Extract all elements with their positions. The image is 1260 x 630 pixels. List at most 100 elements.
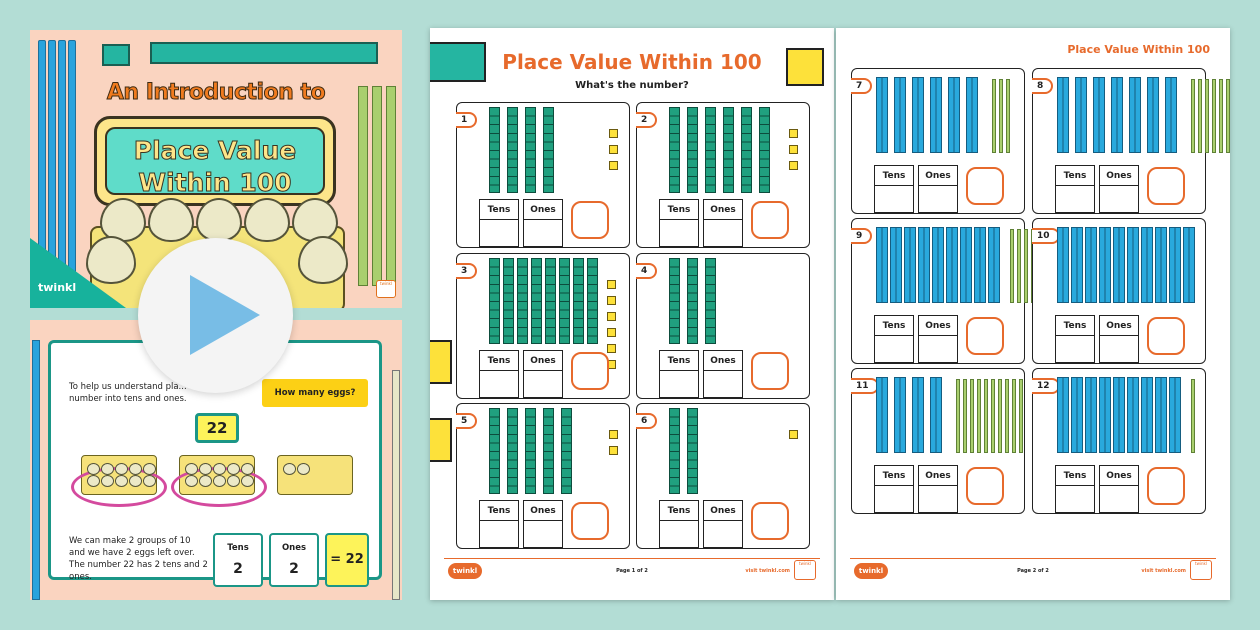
equals-box: = 22: [325, 533, 369, 587]
answer-box[interactable]: [966, 317, 1004, 355]
tens-header: Tens: [660, 351, 698, 371]
play-icon: [190, 275, 260, 355]
ones-header: Ones: [1100, 316, 1138, 336]
tens-rod: [1183, 227, 1195, 303]
ones-header: Ones: [1100, 166, 1138, 186]
tens-rod: [894, 377, 906, 453]
ones-header: Ones: [919, 166, 957, 186]
ones-column: Ones: [523, 199, 563, 247]
answer-box[interactable]: [966, 467, 1004, 505]
answer-box[interactable]: [751, 502, 789, 540]
cover-title-line1: An Introduction to: [106, 80, 326, 106]
answer-box[interactable]: [1147, 467, 1185, 505]
tens-rod: [687, 408, 698, 494]
blue-rod: [32, 340, 40, 600]
play-button[interactable]: [138, 238, 293, 393]
question-label: How many eggs?: [262, 379, 368, 407]
tens-rod: [912, 77, 924, 153]
footer-url[interactable]: visit twinkl.com: [745, 568, 790, 574]
footer-url[interactable]: visit twinkl.com: [1141, 568, 1186, 574]
ones-rod: [970, 379, 974, 453]
tens-rod: [1113, 377, 1125, 453]
answer-box[interactable]: [751, 352, 789, 390]
ones-column: Ones: [918, 165, 958, 213]
answer-box[interactable]: [1147, 317, 1185, 355]
ones-cube: [789, 161, 798, 170]
egg: [227, 463, 240, 475]
ones-column: Ones: [918, 315, 958, 363]
egg: [213, 463, 226, 475]
ones-rod: [1024, 229, 1028, 303]
answer-box[interactable]: [571, 201, 609, 239]
tens-rod: [1057, 227, 1069, 303]
cover-title-line2: Place Value: [133, 136, 297, 166]
egg: [292, 198, 338, 242]
ones-cube: [607, 328, 616, 337]
tens-rod: [543, 408, 554, 494]
tens-rod: [1085, 377, 1097, 453]
tens-rod: [705, 258, 716, 344]
tens-rod: [669, 258, 680, 344]
ones-column: Ones: [918, 465, 958, 513]
answer-box[interactable]: [571, 352, 609, 390]
tens-rod: [1129, 77, 1141, 153]
tens-column: Tens: [874, 465, 914, 513]
tens-header: Tens: [875, 316, 913, 336]
tens-header: Tens: [660, 501, 698, 521]
egg: [115, 463, 128, 475]
question-number: 5: [456, 413, 478, 429]
tens-rod: [918, 227, 930, 303]
teal-cube: [102, 44, 130, 66]
quality-badge: twinkl: [376, 280, 396, 298]
tens-rod: [741, 107, 752, 193]
ones-label: Ones: [281, 543, 307, 553]
tens-rod: [1071, 377, 1083, 453]
tens-value: 2: [233, 561, 243, 577]
tens-rod: [503, 258, 514, 344]
answer-box[interactable]: [966, 167, 1004, 205]
ones-cube: [609, 161, 618, 170]
tens-rod: [1099, 377, 1111, 453]
ones-column: Ones: [703, 350, 743, 398]
tens-rod: [988, 227, 1000, 303]
question-number: 8: [1032, 78, 1054, 94]
tens-header: Tens: [480, 200, 518, 220]
answer-box[interactable]: [571, 502, 609, 540]
tens-header: Tens: [875, 166, 913, 186]
question-number: 11: [851, 378, 879, 394]
tens-rod: [948, 77, 960, 153]
egg: [143, 475, 156, 487]
tens-header: Tens: [1056, 316, 1094, 336]
tens-rod: [507, 408, 518, 494]
worksheet-subtitle: What's the number?: [575, 80, 689, 91]
tens-rod: [1165, 77, 1177, 153]
ones-header: Ones: [524, 501, 562, 521]
ones-cube: [609, 446, 618, 455]
question-number: 7: [851, 78, 873, 94]
ones-header: Ones: [704, 200, 742, 220]
tens-label: Tens: [227, 543, 249, 553]
ones-header: Ones: [919, 316, 957, 336]
tens-rod: [525, 408, 536, 494]
tens-rod: [1127, 227, 1139, 303]
answer-box[interactable]: [1147, 167, 1185, 205]
tens-rod: [687, 258, 698, 344]
tens-box: Tens 2: [213, 533, 263, 587]
question-number: 3: [456, 263, 478, 279]
footer-logo: twinkl: [854, 563, 888, 579]
question-number: 6: [636, 413, 658, 429]
worksheet-title-page2: Place Value Within 100: [1067, 43, 1210, 56]
worksheet-title: Place Value Within 100: [502, 50, 762, 74]
question-number: 12: [1032, 378, 1060, 394]
green-rod: [386, 86, 396, 286]
tens-header: Tens: [1056, 466, 1094, 486]
twinkl-logo: twinkl: [38, 281, 77, 294]
answer-box[interactable]: [751, 201, 789, 239]
tens-rod: [543, 107, 554, 193]
